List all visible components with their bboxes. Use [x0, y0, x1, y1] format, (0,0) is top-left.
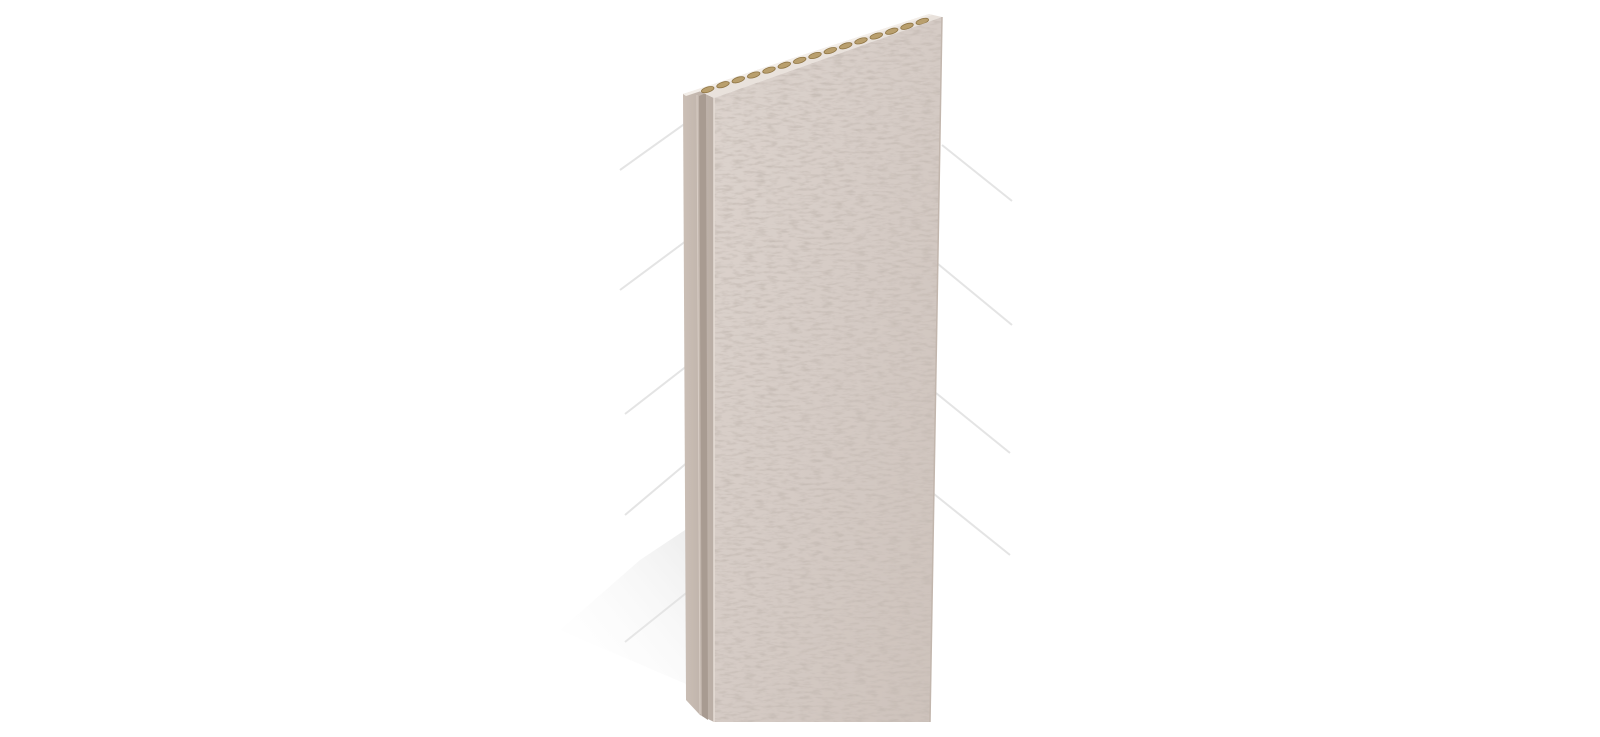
guide-line-left-4 — [624, 455, 696, 516]
extrusion-hole — [854, 37, 868, 45]
guide-line-left-2 — [619, 237, 691, 291]
panel-shadow — [560, 520, 700, 690]
extrusion-hole — [823, 47, 837, 55]
extrusion-hole — [839, 42, 853, 50]
guide-line-right-2 — [937, 263, 1013, 326]
extrusion-hole — [747, 71, 761, 79]
extrusion-hole — [701, 86, 715, 94]
guide-line-left-3 — [624, 361, 693, 415]
guide-line-left-1 — [619, 119, 691, 171]
extrusion-hole — [808, 51, 822, 60]
guide-line-right-3 — [935, 392, 1011, 454]
guide-line-right-4 — [933, 493, 1011, 556]
extrusion-hole — [716, 81, 730, 89]
extrusion-hole — [885, 27, 899, 35]
panel-front-face — [713, 16, 943, 723]
extrusion-holes — [701, 17, 929, 94]
extrusion-hole — [869, 32, 883, 40]
extrusion-hole — [762, 66, 776, 74]
extrusion-hole — [777, 61, 791, 69]
guide-line-right-1 — [941, 144, 1013, 202]
extrusion-hole — [793, 56, 807, 64]
extrusion-hole — [731, 76, 745, 84]
panel-side-edge — [683, 90, 714, 722]
extrusion-hole — [900, 22, 914, 30]
